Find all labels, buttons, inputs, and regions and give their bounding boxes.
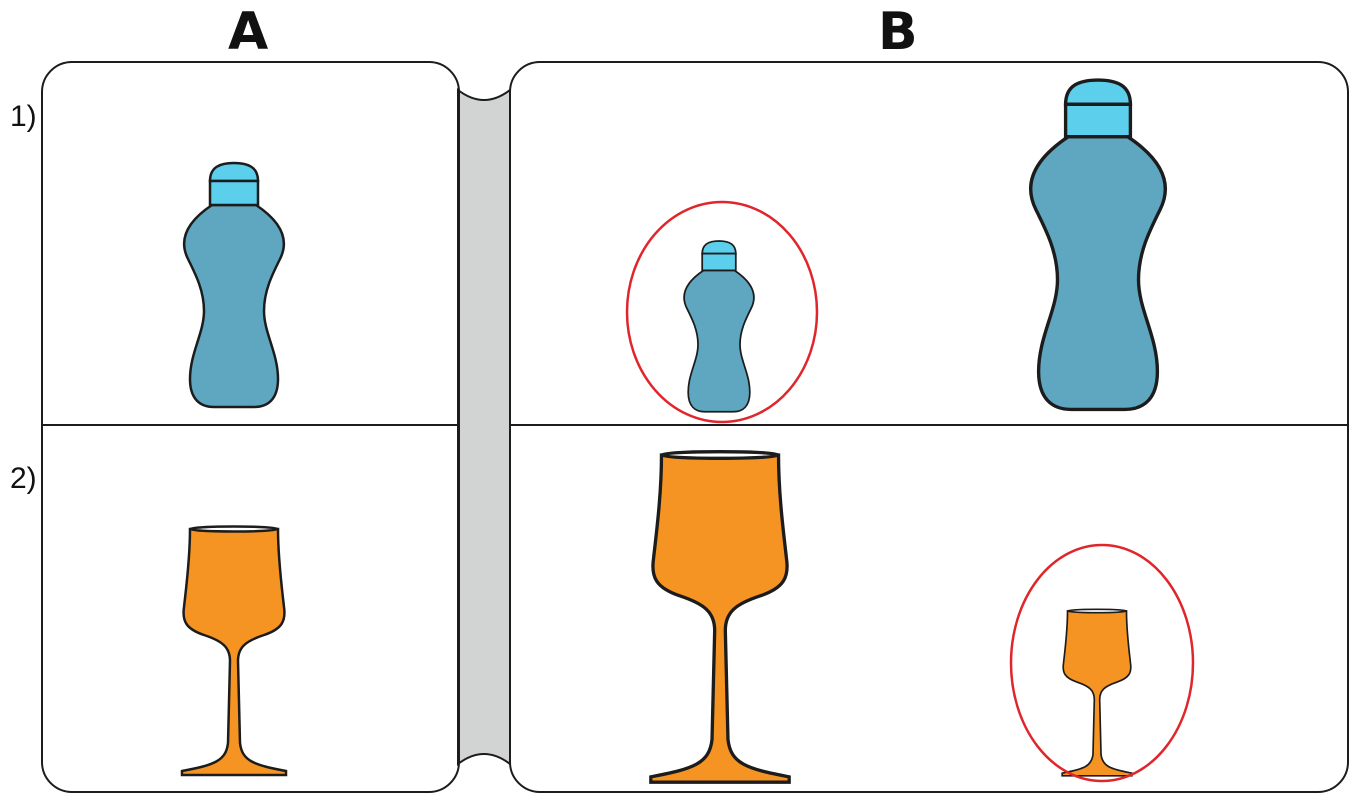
panel-b-row1-large-bottle bbox=[1029, 78, 1167, 412]
panel-a-frame bbox=[41, 61, 460, 793]
row-1-label: 1) bbox=[10, 100, 37, 133]
panel-b-row2-large-glass bbox=[649, 450, 791, 784]
panel-a-row1-bottle bbox=[182, 161, 286, 409]
panel-b-row2-small-glass bbox=[1061, 608, 1133, 777]
row-2-label: 2) bbox=[10, 462, 37, 495]
highlight-circle-glass bbox=[1009, 543, 1195, 783]
panel-spine bbox=[457, 87, 511, 767]
panel-b-row1-small-bottle bbox=[683, 240, 755, 413]
highlight-circle-bottle bbox=[625, 200, 819, 424]
column-b-label: B bbox=[878, 2, 918, 62]
column-a-label: A bbox=[228, 2, 269, 62]
panel-b-frame bbox=[509, 61, 1349, 793]
panel-a-row2-glass bbox=[180, 525, 288, 777]
